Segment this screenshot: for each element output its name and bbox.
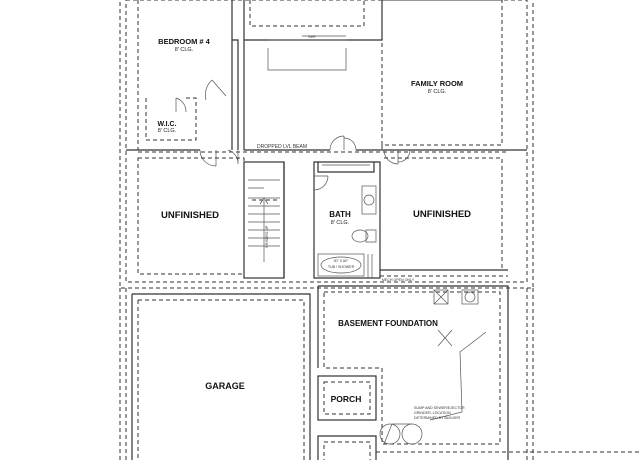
bath-label: BATH: [329, 210, 351, 219]
family-room: [381, 0, 503, 150]
wic-closet: [145, 97, 197, 141]
bedroom-ceiling: 8' CLG.: [175, 47, 194, 53]
stair-note: 9 RISERS UP: [265, 225, 269, 248]
stairs: [243, 161, 285, 279]
unfinished-right-room: [380, 157, 508, 277]
garage-label: GARAGE: [205, 381, 245, 391]
beam-note: DROPPED LVL BEAM: [257, 144, 307, 150]
sump-note-2: GRINDER, LOCATION: [414, 411, 451, 415]
porch-label: PORCH: [331, 394, 362, 404]
porch: [317, 375, 377, 421]
bedroom-door: [205, 79, 227, 101]
family-room-ceiling: 8' CLG.: [428, 89, 447, 95]
unfinished-left-label: UNFINISHED: [161, 210, 219, 221]
wic-label: W.I.C.: [157, 121, 176, 128]
sump-note-1: SUMP AND SEWER/EJECTOR: [414, 406, 465, 410]
bedroom-label: BEDROOM # 4: [158, 37, 211, 46]
wic-ceiling: 8' CLG.: [158, 128, 177, 134]
sump-note-3: DETERMINED BY BUILDER: [414, 416, 460, 420]
lower-doors: [199, 135, 411, 167]
family-room-label: FAMILY ROOM: [411, 79, 463, 88]
basement-label: BASEMENT FOUNDATION: [338, 319, 438, 328]
tub-note-1: 30" X 60": [334, 259, 350, 263]
bath-ceiling: 8' CLG.: [331, 220, 350, 226]
shelf-note: SHF: [308, 34, 317, 39]
beam-line: [126, 149, 527, 153]
lower-room: [317, 435, 640, 460]
basement-foundation: [317, 285, 509, 460]
mech-note: MECH OPEN ONLY: [382, 278, 415, 282]
bedroom-4: [137, 0, 233, 151]
bath-room: [313, 161, 381, 279]
unfinished-right-label: UNFINISHED: [413, 209, 471, 220]
tub-note-2: TUB / SHOWER: [328, 265, 355, 269]
outer-walls: [119, 0, 534, 460]
garage: [131, 293, 311, 460]
hallway: [232, 0, 245, 150]
